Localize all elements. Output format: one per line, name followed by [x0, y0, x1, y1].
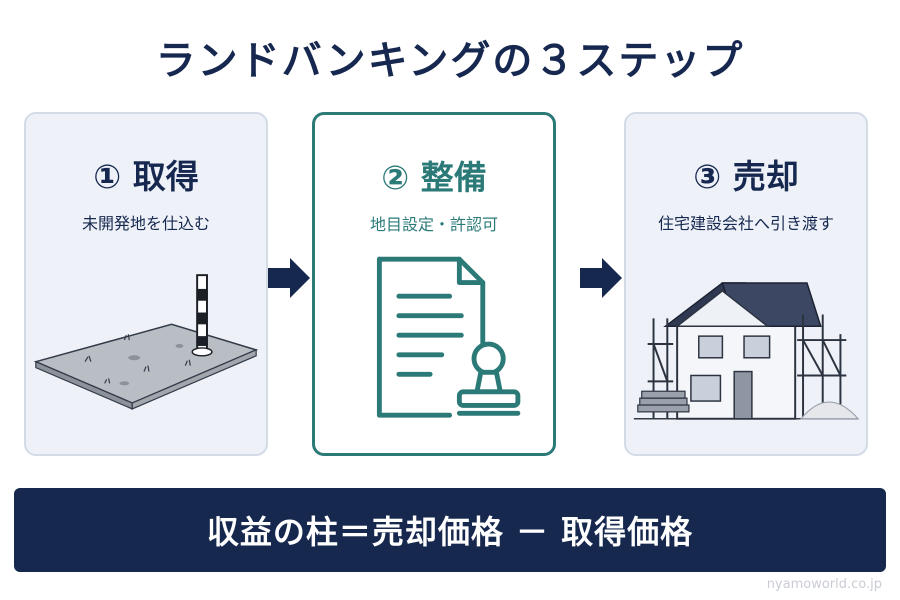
step-card-acquire: ① 取得 未開発地を仕込む — [24, 112, 268, 456]
stamp-icon — [456, 341, 521, 416]
arrow-right-icon — [580, 258, 622, 298]
page-title: ランドバンキングの３ステップ — [155, 38, 745, 84]
step-subtitle: 地目設定・許認可 — [369, 215, 498, 234]
house-under-construction-icon — [633, 282, 860, 420]
arrow-right-icon — [268, 258, 310, 298]
step-card-sell: ③ 売却 住宅建設会社へ引き渡す — [624, 112, 868, 456]
step-subtitle: 未開発地を仕込む — [81, 214, 210, 233]
step-title: ① 取得 — [93, 157, 199, 196]
step-subtitle: 住宅建設会社へ引き渡す — [657, 214, 834, 233]
survey-stake-icon — [191, 274, 213, 357]
watermark: nyamoworld.co.jp — [766, 577, 882, 592]
step-title: ② 整備 — [381, 158, 487, 197]
document-with-stamp-icon — [376, 256, 521, 418]
vacant-land-icon — [33, 274, 259, 410]
step-card-develop: ② 整備 地目設定・許認可 — [312, 112, 556, 456]
profit-formula-banner: 収益の柱＝売却価格 － 取得価格 — [14, 488, 886, 572]
step-title: ③ 売却 — [693, 157, 799, 196]
